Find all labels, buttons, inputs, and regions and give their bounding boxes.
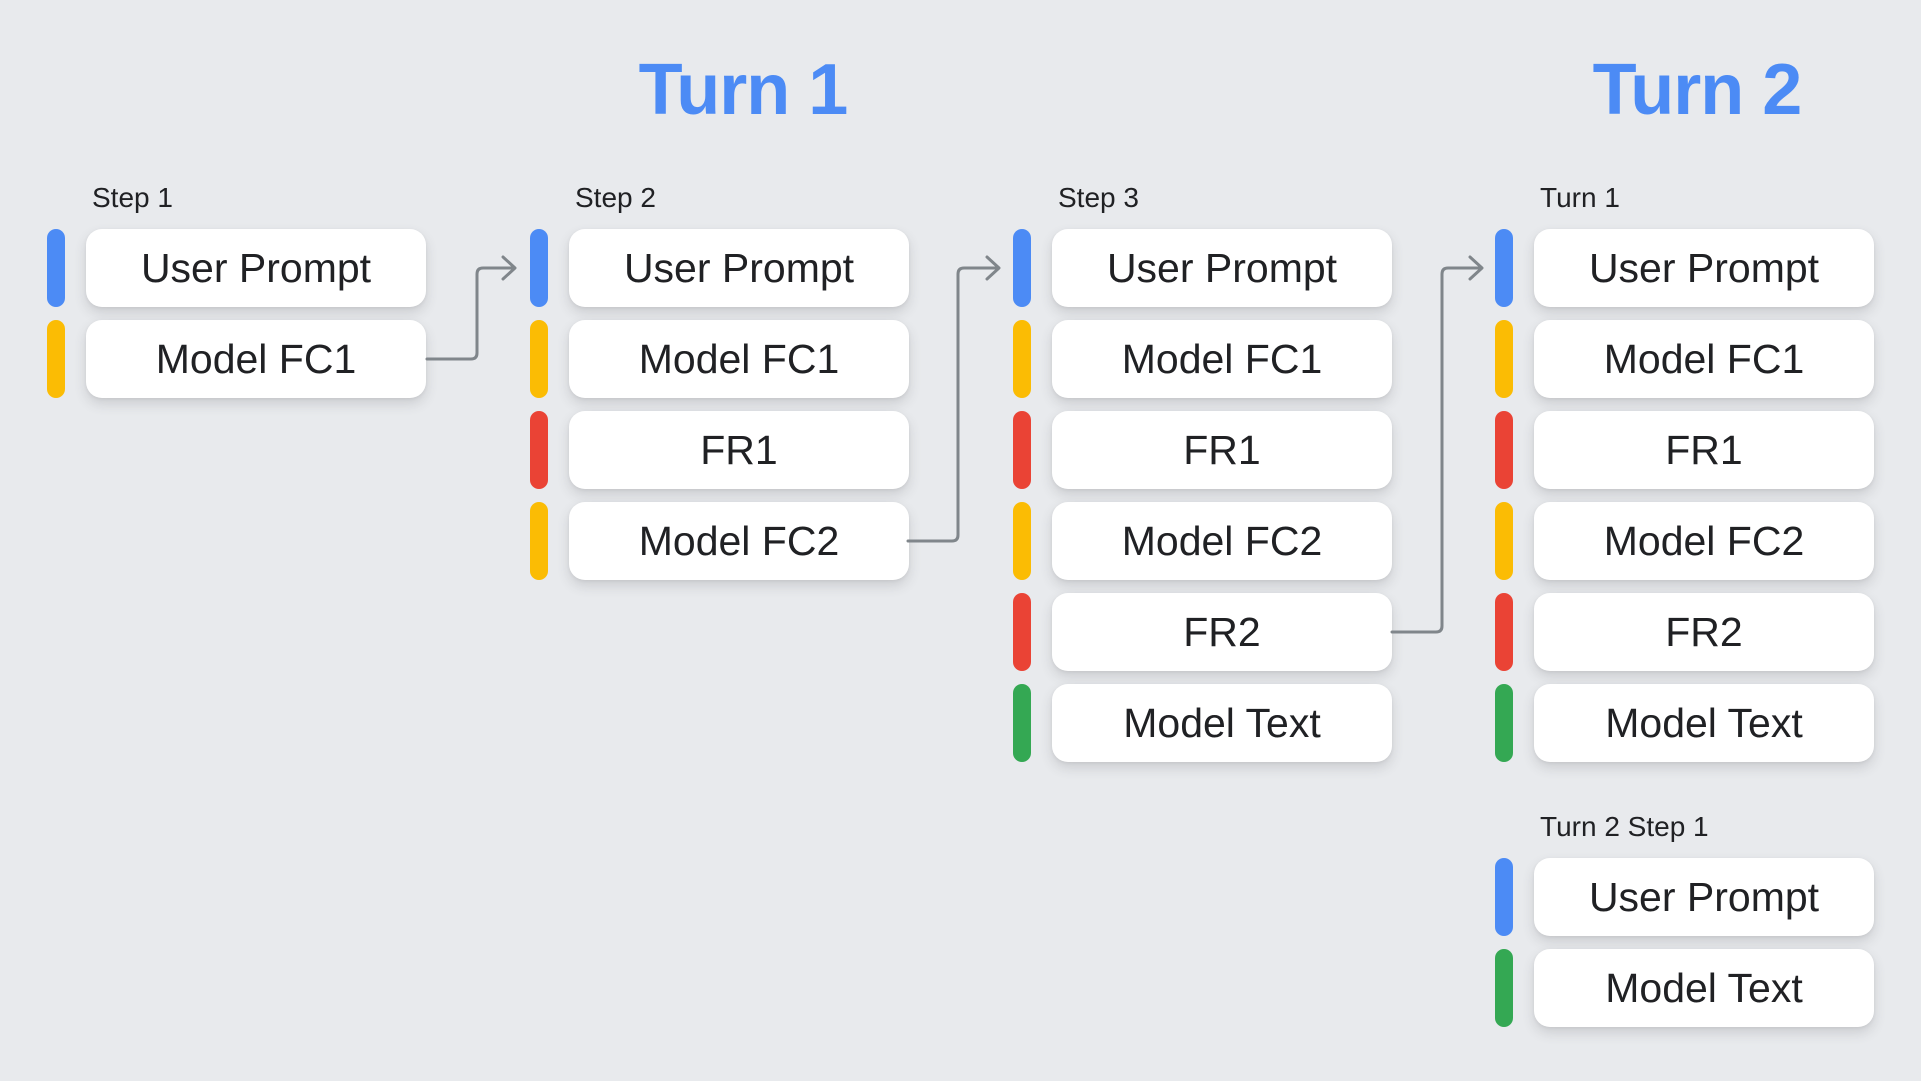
yellow-bar-icon [47, 320, 65, 398]
card-model-fc2: Model FC2 [1534, 502, 1874, 580]
arrow-step2-to-step3 [906, 255, 1001, 543]
card-model-text: Model Text [1534, 684, 1874, 762]
red-bar-icon [1013, 411, 1031, 489]
diagram-row: FR1 [530, 411, 909, 489]
blue-bar-icon [1495, 858, 1513, 936]
blue-bar-icon [47, 229, 65, 307]
blue-bar-icon [1495, 229, 1513, 307]
column-label-step3: Step 3 [1058, 182, 1139, 213]
card-user-prompt: User Prompt [1052, 229, 1392, 307]
card-model-fc1: Model FC1 [569, 320, 909, 398]
card-model-fc1: Model FC1 [1534, 320, 1874, 398]
yellow-bar-icon [530, 320, 548, 398]
yellow-bar-icon [1013, 502, 1031, 580]
diagram-row: FR1 [1495, 411, 1874, 489]
green-bar-icon [1013, 684, 1031, 762]
column-label-turn2-step1: Turn 2 Step 1 [1540, 811, 1709, 842]
blue-bar-icon [1013, 229, 1031, 307]
card-model-text: Model Text [1534, 949, 1874, 1027]
diagram-row: Model FC1 [47, 320, 426, 398]
card-user-prompt: User Prompt [86, 229, 426, 307]
diagram-row: Model Text [1495, 684, 1874, 762]
diagram-row: Model FC1 [530, 320, 909, 398]
yellow-bar-icon [1495, 320, 1513, 398]
card-fr1: FR1 [1052, 411, 1392, 489]
column-label-turn1-history: Turn 1 [1540, 182, 1620, 213]
card-fr1: FR1 [1534, 411, 1874, 489]
arrow-step1-to-step2 [425, 255, 517, 361]
card-model-fc1: Model FC1 [86, 320, 426, 398]
card-user-prompt: User Prompt [1534, 858, 1874, 936]
card-model-fc2: Model FC2 [569, 502, 909, 580]
diagram-row: FR2 [1013, 593, 1392, 671]
column-label-step1: Step 1 [92, 182, 173, 213]
diagram-row: User Prompt [530, 229, 909, 307]
red-bar-icon [1013, 593, 1031, 671]
diagram-row: Model FC2 [1013, 502, 1392, 580]
card-fr1: FR1 [569, 411, 909, 489]
diagram-row: FR2 [1495, 593, 1874, 671]
card-model-fc2: Model FC2 [1052, 502, 1392, 580]
red-bar-icon [1495, 411, 1513, 489]
yellow-bar-icon [530, 502, 548, 580]
card-fr2: FR2 [1052, 593, 1392, 671]
column-label-step2: Step 2 [575, 182, 656, 213]
diagram-row: Model FC2 [530, 502, 909, 580]
diagram-row: Model Text [1495, 949, 1874, 1027]
turn-2-title: Turn 2 [1592, 50, 1803, 130]
diagram-row: Model Text [1013, 684, 1392, 762]
green-bar-icon [1495, 949, 1513, 1027]
diagram-row: FR1 [1013, 411, 1392, 489]
diagram-row: Model FC2 [1495, 502, 1874, 580]
red-bar-icon [530, 411, 548, 489]
green-bar-icon [1495, 684, 1513, 762]
card-user-prompt: User Prompt [1534, 229, 1874, 307]
red-bar-icon [1495, 593, 1513, 671]
card-fr2: FR2 [1534, 593, 1874, 671]
card-user-prompt: User Prompt [569, 229, 909, 307]
diagram-row: Model FC1 [1013, 320, 1392, 398]
diagram-row: User Prompt [47, 229, 426, 307]
yellow-bar-icon [1495, 502, 1513, 580]
arrow-step3-to-turn1 [1390, 255, 1484, 634]
yellow-bar-icon [1013, 320, 1031, 398]
card-model-text: Model Text [1052, 684, 1392, 762]
blue-bar-icon [530, 229, 548, 307]
diagram-row: User Prompt [1013, 229, 1392, 307]
diagram-row: Model FC1 [1495, 320, 1874, 398]
diagram-row: User Prompt [1495, 229, 1874, 307]
diagram-row: User Prompt [1495, 858, 1874, 936]
turn-1-title: Turn 1 [638, 50, 849, 130]
card-model-fc1: Model FC1 [1052, 320, 1392, 398]
